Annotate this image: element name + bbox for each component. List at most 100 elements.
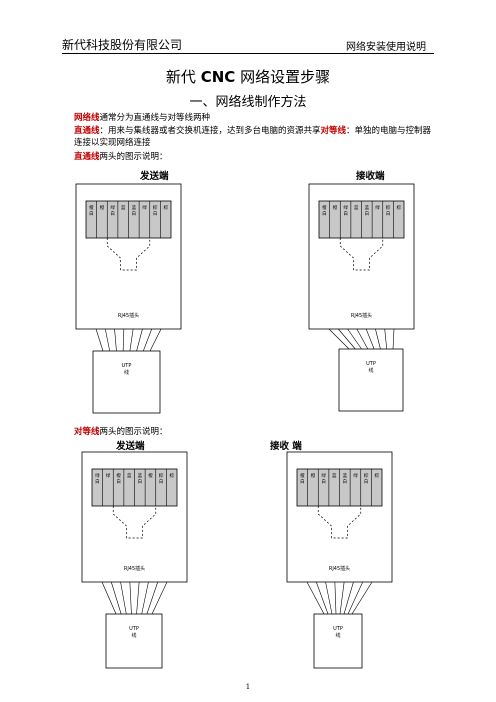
cable-wire xyxy=(114,328,117,352)
cable-wire xyxy=(136,581,140,615)
rj45-label: RJ45插头 xyxy=(124,565,145,572)
highlight-crossover-cable: 对等线 xyxy=(320,126,347,136)
pin-label: 绿 xyxy=(142,204,147,211)
dashed-guide xyxy=(339,238,384,271)
pin-label: 棕 xyxy=(163,204,168,211)
pin-label: 橙 xyxy=(322,204,327,211)
cable-wire xyxy=(325,581,333,615)
cable-wire xyxy=(149,328,162,352)
pin-label: 蓝 xyxy=(121,204,126,211)
cable-wire xyxy=(143,328,152,352)
paragraph-text: 两头的图示说明： xyxy=(99,427,168,437)
cable-wire xyxy=(104,328,111,352)
utp-label: 线 xyxy=(124,369,129,376)
pin-label: 棕 xyxy=(396,204,401,211)
cable-wire xyxy=(95,328,104,352)
cable-wire xyxy=(136,328,143,352)
paragraph-text: 两头的图示说明： xyxy=(99,152,168,162)
pin-label: 橙 xyxy=(300,472,305,479)
utp-label: UTP xyxy=(129,626,139,632)
pin-label: 白 xyxy=(153,210,158,217)
pin-label: 蓝 xyxy=(343,472,348,479)
pin-label: 白 xyxy=(300,478,305,485)
pin-label: 绿 xyxy=(375,204,380,211)
pin-label: 绿 xyxy=(110,204,115,211)
pin-label: 棕 xyxy=(374,472,379,479)
pin-label: 白 xyxy=(159,478,164,485)
highlight-straight-cable: 直通线 xyxy=(74,126,100,136)
utp-box xyxy=(313,613,363,669)
pin-label: 白 xyxy=(343,478,348,485)
utp-box xyxy=(338,348,404,412)
cable-wire xyxy=(146,581,158,615)
pin-label: 橙 xyxy=(311,472,316,479)
utp-label: UTP xyxy=(122,363,132,369)
pin-label: 橙 xyxy=(333,204,338,211)
pin-label: 蓝 xyxy=(132,204,137,211)
pin-label: 绿 xyxy=(95,472,100,479)
highlight-network-cable: 网络线 xyxy=(74,113,100,123)
paragraph-crossover-diagram: 对等线两头的图示说明： xyxy=(74,426,434,438)
pin-label: 绿 xyxy=(343,204,348,211)
cable-wire xyxy=(339,581,345,615)
cable-wire xyxy=(306,581,325,615)
dashed-guide xyxy=(112,506,157,539)
pin-label: 白 xyxy=(364,478,369,485)
cable-wire xyxy=(141,581,149,615)
cable-wire xyxy=(356,328,369,350)
pin-label: 白 xyxy=(321,478,326,485)
highlight-crossover-cable: 对等线 xyxy=(74,427,100,437)
cable-wire xyxy=(129,581,132,615)
pin-label: 蓝 xyxy=(365,204,370,211)
utp-label: 线 xyxy=(335,632,340,639)
pin-label: 白 xyxy=(116,478,121,485)
cable-wire xyxy=(151,581,168,615)
pin-label: 白 xyxy=(322,210,327,217)
pin-label: 白 xyxy=(132,210,137,217)
pin-label: 绿 xyxy=(106,472,111,479)
utp-box xyxy=(105,613,163,669)
pin-label: 白 xyxy=(343,210,348,217)
pin-label: 橙 xyxy=(148,472,153,479)
page-number: 1 xyxy=(245,683,251,691)
cable-wire xyxy=(338,328,356,350)
label-receive-end-1: 接收端 xyxy=(356,171,385,182)
paragraph-text: ：单独的电脑与控制器连接以实现网络连接 xyxy=(74,126,432,148)
cable-wire xyxy=(365,328,375,350)
cable-wire xyxy=(110,581,122,615)
company-name: 新代科技股份有限公司 xyxy=(62,38,183,52)
document-title: 网络安装使用说明 xyxy=(346,42,426,53)
utp-box xyxy=(92,350,161,414)
pin-label: 白 xyxy=(89,210,94,217)
paragraph-straight-cable: 直通线：用来与集线器或者交换机连接，达到多台电脑的资源共享对等线：单独的电脑与控… xyxy=(74,125,434,149)
pin-label: 棕 xyxy=(169,472,174,479)
pin-label: 蓝 xyxy=(354,204,359,211)
pin-label: 蓝 xyxy=(127,472,132,479)
cable-wire xyxy=(122,328,125,352)
pin-label: 白 xyxy=(95,478,100,485)
rj45-label: RJ45插头 xyxy=(329,565,350,572)
utp-label: 线 xyxy=(368,367,373,374)
pin-label: 橙 xyxy=(100,204,105,211)
paragraph-straight-diagram: 直通线两头的图示说明： xyxy=(74,151,434,163)
paragraph-text: 通常分为直通线与对等线两种 xyxy=(99,113,211,123)
rj45-label: RJ45插头 xyxy=(351,312,372,319)
pin-label: 绿 xyxy=(353,472,358,479)
label-send-end-1: 发送端 xyxy=(140,171,169,182)
cable-wire xyxy=(328,328,350,350)
cable-wire xyxy=(384,328,388,350)
utp-label: UTP xyxy=(333,626,343,632)
section-heading: 一、网络线制作方法 xyxy=(189,95,307,110)
highlight-straight-cable: 直通线 xyxy=(74,152,100,162)
dashed-guide xyxy=(317,506,362,539)
dashed-guide xyxy=(106,238,151,271)
header-divider xyxy=(62,53,434,54)
pin-label: 橙 xyxy=(89,204,94,211)
pin-label: 棕 xyxy=(159,472,164,479)
cable-wire xyxy=(101,581,117,615)
title-prefix: 新代 xyxy=(165,68,196,86)
pin-label: 白 xyxy=(386,210,391,217)
cable-wire xyxy=(334,581,337,615)
pin-label: 绿 xyxy=(321,472,326,479)
